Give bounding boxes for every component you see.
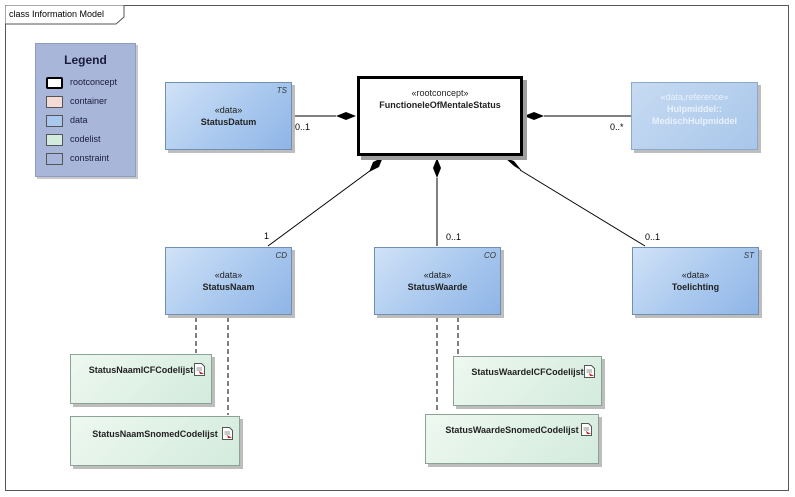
class-name: StatusNaam bbox=[202, 282, 255, 292]
composition-diamond bbox=[369, 157, 383, 172]
document-icon bbox=[584, 365, 595, 378]
link-hulpmiddel bbox=[524, 112, 631, 120]
codelist-status-waarde-snomed[interactable]: StatusWaardeSnomedCodelijst bbox=[425, 414, 599, 464]
class-stereotype: «data» bbox=[681, 270, 710, 280]
frame-title: class Information Model bbox=[9, 9, 105, 19]
legend-swatch bbox=[46, 115, 63, 127]
multiplicity-toelichting: 0..1 bbox=[645, 232, 661, 242]
class-name: FunctioneleOfMentaleStatus bbox=[379, 100, 501, 110]
codelist-status-waarde-icf[interactable]: StatusWaardeICFCodelijst bbox=[453, 356, 602, 406]
multiplicity-hulpmiddel: 0..* bbox=[610, 122, 624, 132]
class-hulpmiddel-reference[interactable]: «data,reference» Hulpmiddel:: MedischHul… bbox=[631, 82, 758, 150]
multiplicity-status-datum: 0..1 bbox=[295, 122, 311, 132]
class-name: StatusDatum bbox=[200, 117, 257, 127]
legend-label: constraint bbox=[70, 153, 110, 163]
codelist-name: StatusWaardeICFCodelijst bbox=[471, 367, 584, 377]
legend-label: rootconcept bbox=[70, 77, 118, 87]
multiplicity-status-naam: 1 bbox=[264, 231, 270, 241]
class-name-line2: MedischHulpmiddel bbox=[651, 116, 737, 126]
composition-diamond bbox=[524, 112, 544, 120]
class-stereotype: «data,reference» bbox=[660, 92, 729, 102]
frame-title-tab bbox=[5, 5, 125, 25]
codelist-name: StatusNaamSnomedCodelijst bbox=[92, 429, 218, 439]
codelist-status-naam-icf[interactable]: StatusNaamICFCodelijst bbox=[70, 354, 212, 404]
class-status-waarde[interactable]: CO «data» StatusWaarde bbox=[374, 247, 501, 315]
class-type: CD bbox=[275, 251, 287, 260]
legend-label: container bbox=[70, 96, 108, 106]
class-stereotype: «rootconcept» bbox=[411, 88, 469, 98]
legend-title: Legend bbox=[64, 53, 107, 67]
class-stereotype: «data» bbox=[423, 270, 452, 280]
legend: Legend rootconcept container data codeli… bbox=[35, 43, 136, 177]
class-type: TS bbox=[276, 86, 287, 95]
composition-diamond bbox=[336, 112, 356, 120]
diagram-frame bbox=[5, 5, 789, 491]
class-toelichting[interactable]: ST «data» Toelichting bbox=[632, 247, 759, 315]
class-stereotype: «data» bbox=[214, 105, 243, 115]
codelist-dependencies bbox=[195, 317, 459, 415]
class-status-datum[interactable]: TS «data» StatusDatum bbox=[165, 82, 292, 150]
document-icon bbox=[581, 423, 592, 436]
composition-diamond bbox=[505, 158, 522, 171]
class-name: StatusWaarde bbox=[407, 282, 468, 292]
link-toelichting bbox=[505, 158, 646, 247]
composition-diamond bbox=[433, 158, 441, 178]
link-status-naam bbox=[267, 157, 383, 247]
class-status-naam[interactable]: CD «data» StatusNaam bbox=[165, 247, 292, 315]
legend-label: codelist bbox=[70, 134, 101, 144]
codelist-status-naam-snomed[interactable]: StatusNaamSnomedCodelijst bbox=[70, 416, 240, 466]
legend-label: data bbox=[70, 115, 88, 125]
class-name-line1: Hulpmiddel:: bbox=[667, 104, 722, 114]
legend-swatch bbox=[46, 134, 63, 146]
class-name: Toelichting bbox=[671, 282, 720, 292]
class-type: ST bbox=[743, 251, 754, 260]
class-functionele-of-mentale-status[interactable]: «rootconcept» FunctioneleOfMentaleStatus bbox=[357, 76, 523, 156]
link-status-waarde bbox=[433, 158, 441, 246]
legend-swatch bbox=[46, 153, 63, 165]
document-icon bbox=[194, 363, 205, 376]
legend-swatch bbox=[46, 96, 63, 108]
class-stereotype: «data» bbox=[214, 270, 243, 280]
legend-swatch bbox=[46, 77, 63, 89]
multiplicity-status-waarde: 0..1 bbox=[446, 232, 462, 242]
codelist-name: StatusNaamICFCodelijst bbox=[88, 365, 194, 375]
codelist-name: StatusWaardeSnomedCodelijst bbox=[445, 425, 579, 435]
link-status-datum bbox=[292, 112, 356, 120]
class-type: CO bbox=[484, 251, 496, 260]
document-icon bbox=[222, 427, 233, 440]
